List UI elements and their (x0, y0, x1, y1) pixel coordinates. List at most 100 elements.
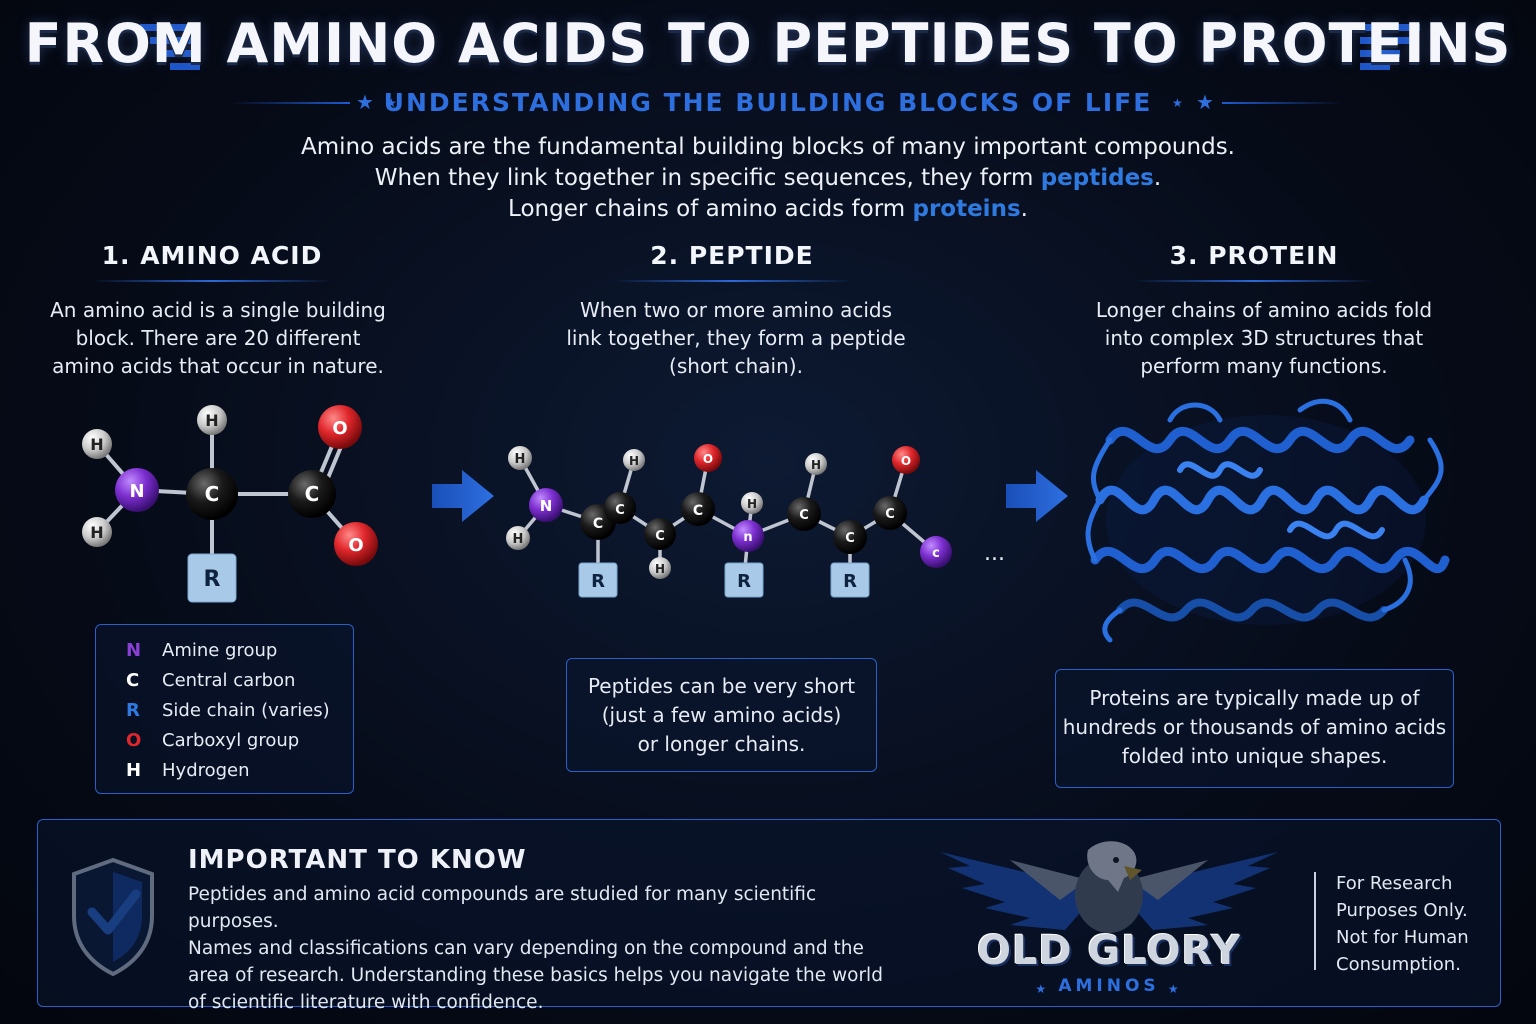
desc-line: block. There are 20 different (75, 326, 361, 350)
arrow-right-icon (432, 470, 494, 522)
legend-item: O Carboxyl group (126, 730, 299, 751)
desc-line: An amino acid is a single building (50, 298, 386, 322)
subtitle-line-left (230, 102, 350, 104)
intro-line-2-end: . (1153, 165, 1162, 191)
hydrogen-atom (82, 517, 112, 547)
atom-label-h: H (629, 454, 639, 468)
atom-label-c: C (593, 516, 603, 532)
desc-line: (short chain). (669, 354, 803, 378)
carbon-atom (873, 496, 907, 530)
atom-label-r: R (591, 571, 605, 592)
arrow-right-icon (1006, 470, 1068, 522)
atom-label-c: C (799, 508, 809, 523)
body-line: of scientific literature with confidence… (188, 992, 544, 1013)
legend-label: Carboxyl group (162, 730, 300, 751)
atom-label-h: H (90, 435, 103, 454)
note-line: hundreds or thousands of amino acids (1062, 715, 1447, 739)
star-icon: ★ (1196, 90, 1214, 114)
protein-note-text: Proteins are typically made up of hundre… (1056, 670, 1453, 771)
atom-label-c: C (885, 507, 895, 522)
side-chain-box (830, 562, 870, 598)
disclaimer-line: For Research (1336, 873, 1453, 894)
disclaimer-divider (1314, 872, 1316, 970)
legend-letter: R (126, 700, 140, 721)
atom-label-o: O (703, 452, 713, 466)
side-chain-box (187, 553, 237, 603)
desc-line: perform many functions. (1140, 354, 1388, 378)
legend-letter: H (126, 760, 142, 781)
note-line: (just a few amino acids) (601, 703, 842, 727)
title-wing-right (1360, 24, 1420, 76)
peptide-title-underline (612, 280, 852, 282)
atom-label-h: H (90, 523, 103, 542)
subtitle-row: ★ ★ UNDERSTANDING THE BUILDING BLOCKS OF… (0, 88, 1536, 120)
atom-label-o: O (348, 535, 363, 556)
hydrogen-atom (649, 557, 671, 579)
peptide-note-text: Peptides can be very short (just a few a… (567, 659, 876, 759)
hydrogen-atom (741, 492, 763, 514)
atom-label-c: C (655, 529, 665, 544)
brand-subname: ★ AMINOS ★ (970, 976, 1248, 996)
disclaimer-line: Purposes Only. (1336, 900, 1468, 921)
important-title: IMPORTANT TO KNOW (188, 845, 527, 875)
peptides-highlight: peptides (1040, 165, 1154, 191)
intro-line-3-text: Longer chains of amino acids form (508, 196, 913, 222)
important-body: Peptides and amino acid compounds are st… (188, 881, 908, 1016)
proteins-highlight: proteins (912, 196, 1021, 222)
carbon-atom (644, 518, 676, 550)
star-icon: ★ (356, 90, 374, 114)
atom-label-h: H (515, 452, 526, 467)
peptide-molecule: H H H H H H N C C C C O n C C C O c R R … (506, 444, 1005, 598)
oxygen-atom (694, 444, 722, 472)
oxygen-atom (318, 405, 362, 449)
important-panel (37, 819, 1501, 1007)
oxygen-atom (892, 446, 920, 474)
protein-note-box: Proteins are typically made up of hundre… (1055, 669, 1454, 788)
legend-letter: N (126, 640, 142, 661)
carbon-atom (681, 492, 715, 526)
nitrogen-atom (732, 520, 764, 552)
atom-label-n: n (743, 530, 752, 545)
atom-label-r: R (204, 567, 221, 592)
amino-acid-molecule: H H H N C C O O R (82, 405, 378, 603)
atom-label-h: H (747, 497, 757, 511)
intro-line-2-text: When they link together in specific sequ… (374, 165, 1041, 191)
oxygen-atom (334, 522, 378, 566)
atom-label-o: O (332, 418, 347, 439)
atom-label-o: O (901, 454, 911, 468)
protein-structure-illustration (1085, 398, 1450, 643)
hydrogen-atom (197, 405, 227, 435)
legend-label: Amine group (162, 640, 278, 661)
carbon-atom (186, 468, 238, 520)
carbon-atom (288, 470, 336, 518)
legend-label: Side chain (varies) (162, 700, 330, 721)
intro-line-3-end: . (1020, 196, 1028, 222)
protein-description: Longer chains of amino acids fold into c… (1074, 296, 1454, 380)
note-line: Proteins are typically made up of (1089, 686, 1420, 710)
nitrogen-atom (115, 468, 159, 512)
intro-line-2: When they link together in specific sequ… (0, 163, 1536, 194)
chain-continues-ellipsis: ... (984, 541, 1005, 566)
body-line: area of research. Understanding these ba… (188, 965, 883, 986)
star-icon: ★ (1035, 982, 1059, 996)
atom-label-r: R (843, 571, 857, 592)
nitrogen-atom (529, 488, 563, 522)
atom-label-c: C (205, 482, 220, 506)
amino-acid-description: An amino acid is a single building block… (38, 296, 398, 380)
hydrogen-atom (508, 446, 532, 470)
intro-line-3: Longer chains of amino acids form protei… (0, 194, 1536, 225)
atom-label-c: C (845, 531, 855, 546)
star-icon: ★ (1159, 982, 1183, 996)
carbon-atom (787, 497, 821, 531)
legend-letter: O (126, 730, 142, 751)
atom-label-r: R (737, 571, 751, 592)
atom-label-n: N (129, 481, 144, 502)
atom-label-h: H (655, 562, 665, 576)
legend-item: N Amine group (126, 640, 277, 661)
intro-line-1: Amino acids are the fundamental building… (301, 134, 1235, 160)
amino-acid-title-underline (92, 280, 332, 282)
hydrogen-atom (82, 429, 112, 459)
side-chain-box (724, 562, 764, 598)
